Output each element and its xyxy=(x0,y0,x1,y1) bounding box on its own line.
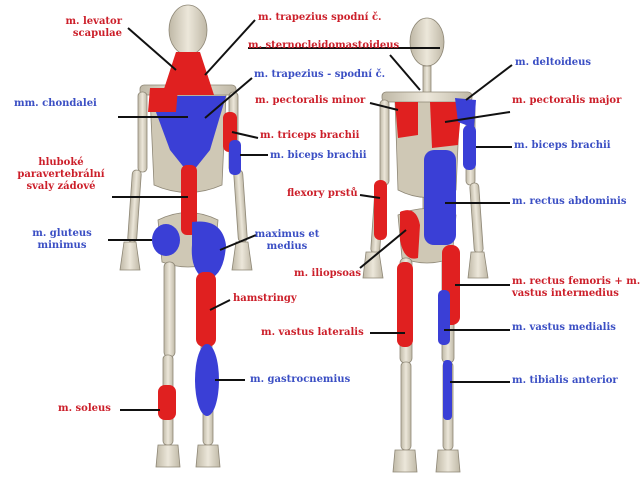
label-iliopsoas: m. iliopsoas xyxy=(294,268,361,280)
vastus-medialis-muscle xyxy=(438,290,450,345)
rectus-abdominis-muscle xyxy=(424,150,456,245)
soleus-muscle xyxy=(158,385,176,420)
label-hluboke-line3: svaly zádové xyxy=(12,181,110,193)
label-flexory-prstu: flexory prstů xyxy=(287,188,358,200)
back-muscles xyxy=(148,52,241,420)
label-rectus-femoris: m. rectus femoris + m. vastus intermediu… xyxy=(512,276,640,300)
label-biceps-brachii-back: m. biceps brachii xyxy=(270,150,367,162)
biceps-front-muscle xyxy=(463,125,476,170)
label-vastus-lateralis: m. vastus lateralis xyxy=(261,327,364,339)
label-rectus-femoris-line2: vastus intermedius xyxy=(512,288,640,300)
label-rectus-femoris-line1: m. rectus femoris + m. xyxy=(512,276,640,288)
pectoralis-minor-muscle xyxy=(395,102,418,138)
label-trapezius-spodni-2: m. trapezius - spodní č. xyxy=(254,69,385,81)
gluteus-maximus-muscle xyxy=(192,221,226,280)
label-trapezius-spodni: m. trapezius spodní č. xyxy=(258,12,382,24)
label-levator-scapulae: m. levator scapulae xyxy=(52,16,122,40)
label-sternocleidomastoideus: m. sternocleidomastoideus xyxy=(248,40,399,52)
label-gluteus-line1: m. gluteus xyxy=(22,228,102,240)
shoulder-red-muscle xyxy=(148,88,178,112)
label-hluboke-line2: paravertebrální xyxy=(12,169,110,181)
label-gluteus-line2: minimus xyxy=(22,240,102,252)
label-hamstringy: hamstringy xyxy=(233,293,297,305)
label-maximus-line1: maximus et xyxy=(252,229,322,241)
label-maximus-medius: maximus et medius xyxy=(252,229,322,253)
tibialis-anterior-muscle xyxy=(443,360,452,420)
label-tibialis-anterior: m. tibialis anterior xyxy=(512,375,618,387)
vastus-lateralis-muscle xyxy=(397,262,413,347)
label-biceps-brachii-front: m. biceps brachii xyxy=(514,140,611,152)
label-hluboke-line1: hluboké xyxy=(12,157,110,169)
gluteus-minimus-muscle xyxy=(152,224,180,256)
label-levator-line1: m. levator xyxy=(52,16,122,28)
label-triceps-brachii: m. triceps brachii xyxy=(260,130,359,142)
label-pectoralis-minor: m. pectoralis minor xyxy=(255,95,365,107)
biceps-back-muscle xyxy=(229,140,241,175)
finger-flexors-muscle xyxy=(374,180,387,240)
label-chondalei: mm. chondalei xyxy=(14,98,97,110)
label-maximus-line2: medius xyxy=(252,241,322,253)
label-gluteus-minimus: m. gluteus minimus xyxy=(22,228,102,252)
label-hluboke-svaly: hluboké paravertebrální svaly zádové xyxy=(12,157,110,193)
label-vastus-medialis: m. vastus medialis xyxy=(512,322,616,334)
label-deltoideus: m. deltoideus xyxy=(515,57,591,69)
front-skeleton xyxy=(363,18,488,472)
label-gastrocnemius: m. gastrocnemius xyxy=(250,374,350,386)
label-soleus: m. soleus xyxy=(58,403,111,415)
label-levator-line2: scapulae xyxy=(52,28,122,40)
label-pectoralis-major: m. pectoralis major xyxy=(512,95,621,107)
label-rectus-abdominis: m. rectus abdominis xyxy=(512,196,626,208)
